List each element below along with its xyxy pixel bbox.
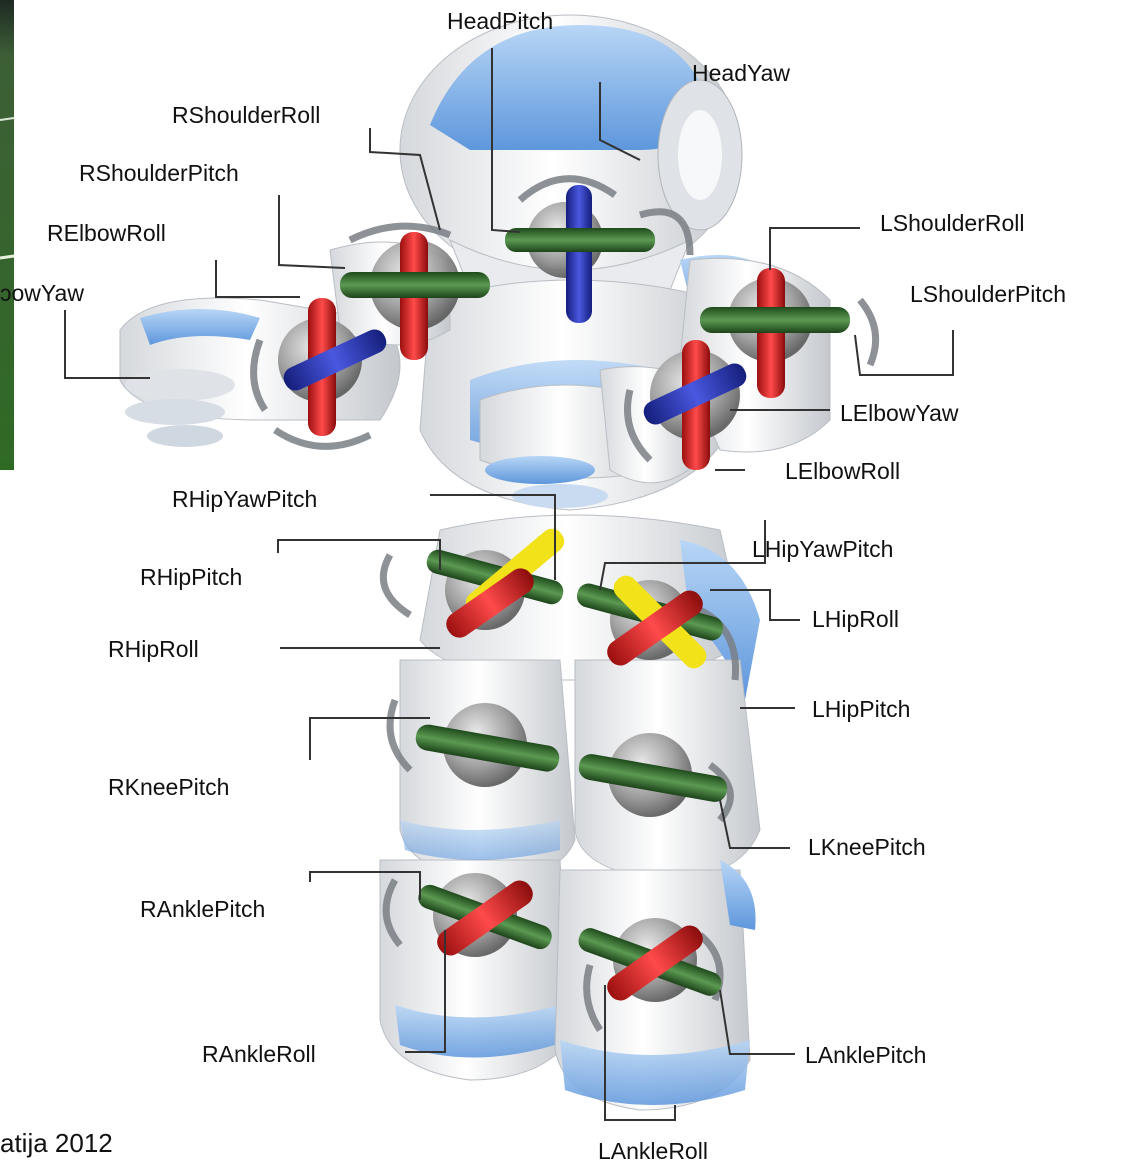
label-relbowyaw: ɔowYaw: [0, 282, 84, 305]
background-photo: [0, 0, 14, 470]
label-lankleroll: LAnkleRoll: [598, 1140, 708, 1163]
label-rhippitch: RHipPitch: [140, 566, 242, 589]
label-rhipyawpitch: RHipYawPitch: [172, 488, 317, 511]
label-lshoulderroll: LShoulderRoll: [880, 212, 1024, 235]
label-rkneepitch: RKneePitch: [108, 776, 229, 799]
label-lshoulderpitch: LShoulderPitch: [910, 283, 1066, 306]
label-lhipyawpitch: LHipYawPitch: [752, 538, 893, 561]
headyaw-axis: [566, 185, 592, 323]
robot-legs: [380, 515, 760, 1110]
label-lanklepitch: LAnklePitch: [805, 1044, 926, 1067]
label-lhiproll: LHipRoll: [812, 608, 899, 631]
label-headyaw: HeadYaw: [692, 62, 790, 85]
label-rshoulderroll: RShoulderRoll: [172, 104, 320, 127]
label-relbowroll: RElbowRoll: [47, 222, 166, 245]
label-rhiproll: RHipRoll: [108, 638, 199, 661]
label-lkneepitch: LKneePitch: [808, 836, 926, 859]
lshoulderpitch-axis: [700, 307, 850, 333]
label-lelbowroll: LElbowRoll: [785, 460, 900, 483]
headpitch-axis: [505, 228, 655, 252]
rshoulderpitch-axis: [340, 272, 490, 298]
label-lhippitch: LHipPitch: [812, 698, 910, 721]
footer-caption: atija 2012: [0, 1128, 113, 1159]
label-rankleroll: RAnkleRoll: [202, 1043, 316, 1066]
label-ranklepitch: RAnklePitch: [140, 898, 265, 921]
label-headpitch: HeadPitch: [447, 10, 553, 33]
label-rshoulderpitch: RShoulderPitch: [79, 162, 239, 185]
label-lelbowyaw: LElbowYaw: [840, 402, 958, 425]
